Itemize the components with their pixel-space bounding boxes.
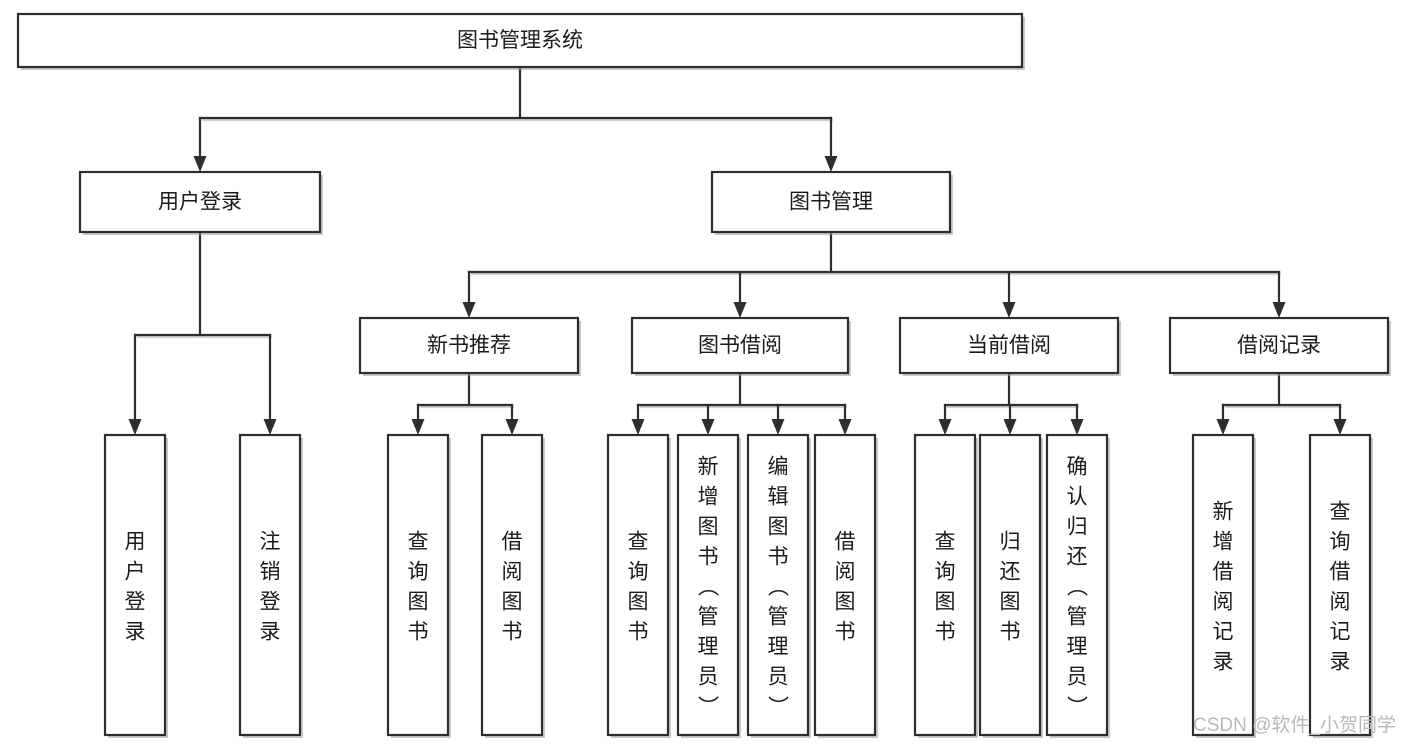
node-root[interactable]: 图书管理系统 xyxy=(16,12,1025,70)
node-rect[interactable] xyxy=(78,170,322,234)
connector-group-book-borrow xyxy=(631,371,852,435)
csdn-watermark: CSDN @软件_小贺同学 xyxy=(1193,714,1396,736)
node-rect[interactable] xyxy=(813,433,877,737)
connector-group-new-book-rec xyxy=(411,371,519,435)
node-book-manage[interactable]: 图书管理 xyxy=(710,170,953,235)
node-rect[interactable] xyxy=(898,316,1120,375)
node-label: 图书借阅 xyxy=(698,334,782,357)
node-leaf-logout[interactable]: 注销登录 xyxy=(238,433,303,738)
connector-group-current-borrow xyxy=(938,371,1084,435)
connector-group-borrow-record xyxy=(1216,371,1347,435)
connector-layer xyxy=(128,65,1347,435)
node-new-book-rec[interactable]: 新书推荐 xyxy=(358,316,581,376)
node-label: 借阅记录 xyxy=(1237,334,1321,357)
node-rect[interactable] xyxy=(606,433,670,737)
node-leaf-cur-confirm[interactable]: 确认归还（管理员） xyxy=(1045,433,1110,738)
node-user-login[interactable]: 用户登录 xyxy=(78,170,323,235)
connector-group-book-manage xyxy=(462,230,1286,318)
node-rect[interactable] xyxy=(358,316,580,375)
node-leaf-rec-search[interactable]: 查询借阅记录 xyxy=(1308,433,1373,738)
node-label: 注销登录 xyxy=(260,530,281,643)
node-leaf-borrow-borrow[interactable]: 借阅图书 xyxy=(813,433,878,738)
node-leaf-rec-add[interactable]: 新增借阅记录 xyxy=(1191,433,1256,738)
node-leaf-rec-borrow[interactable]: 借阅图书 xyxy=(480,433,545,738)
node-label: 查询借阅记录 xyxy=(1330,500,1351,673)
node-rect[interactable] xyxy=(1308,433,1372,737)
node-leaf-user-login[interactable]: 用户登录 xyxy=(103,433,168,738)
node-rect[interactable] xyxy=(1045,433,1109,737)
node-label: 查询图书 xyxy=(628,530,649,643)
node-label: 图书管理系统 xyxy=(457,29,583,52)
node-current-borrow[interactable]: 当前借阅 xyxy=(898,316,1121,376)
node-rect[interactable] xyxy=(386,433,450,737)
connector-group-root xyxy=(193,65,838,172)
node-book-borrow[interactable]: 图书借阅 xyxy=(630,316,851,376)
node-label: 新书推荐 xyxy=(427,334,511,357)
node-rect[interactable] xyxy=(480,433,544,737)
node-label: 图书管理 xyxy=(789,191,873,214)
node-layer: 图书管理系统用户登录图书管理新书推荐图书借阅当前借阅借阅记录用户登录注销登录查询… xyxy=(16,12,1391,738)
node-label: 编辑图书（管理员） xyxy=(768,455,790,718)
node-label: 用户登录 xyxy=(125,530,146,643)
node-label: 新增借阅记录 xyxy=(1213,500,1234,673)
node-rect[interactable] xyxy=(746,433,810,737)
node-label: 新增图书（管理员） xyxy=(698,455,720,718)
node-rect[interactable] xyxy=(238,433,302,737)
node-leaf-borrow-edit[interactable]: 编辑图书（管理员） xyxy=(746,433,811,738)
node-leaf-rec-query[interactable]: 查询图书 xyxy=(386,433,451,738)
node-borrow-record[interactable]: 借阅记录 xyxy=(1168,316,1391,376)
node-rect[interactable] xyxy=(676,433,740,737)
node-label: 借阅图书 xyxy=(502,530,523,643)
node-rect[interactable] xyxy=(1191,433,1255,737)
node-leaf-cur-return[interactable]: 归还图书 xyxy=(978,433,1043,738)
node-label: 当前借阅 xyxy=(967,334,1051,357)
node-rect[interactable] xyxy=(630,316,850,375)
node-rect[interactable] xyxy=(16,12,1024,69)
node-label: 归还图书 xyxy=(1000,530,1021,643)
connector-group-user-login xyxy=(128,230,277,435)
node-rect[interactable] xyxy=(103,433,167,737)
node-label: 确认归还（管理员） xyxy=(1067,455,1089,718)
node-label: 借阅图书 xyxy=(835,530,856,643)
node-rect[interactable] xyxy=(913,433,977,737)
node-label: 用户登录 xyxy=(158,191,242,214)
node-leaf-borrow-query[interactable]: 查询图书 xyxy=(606,433,671,738)
node-rect[interactable] xyxy=(710,170,952,234)
node-rect[interactable] xyxy=(978,433,1042,737)
node-rect[interactable] xyxy=(1168,316,1390,375)
node-label: 查询图书 xyxy=(935,530,956,643)
node-leaf-cur-query[interactable]: 查询图书 xyxy=(913,433,978,738)
node-leaf-borrow-add[interactable]: 新增图书（管理员） xyxy=(676,433,741,738)
node-label: 查询图书 xyxy=(408,530,429,643)
